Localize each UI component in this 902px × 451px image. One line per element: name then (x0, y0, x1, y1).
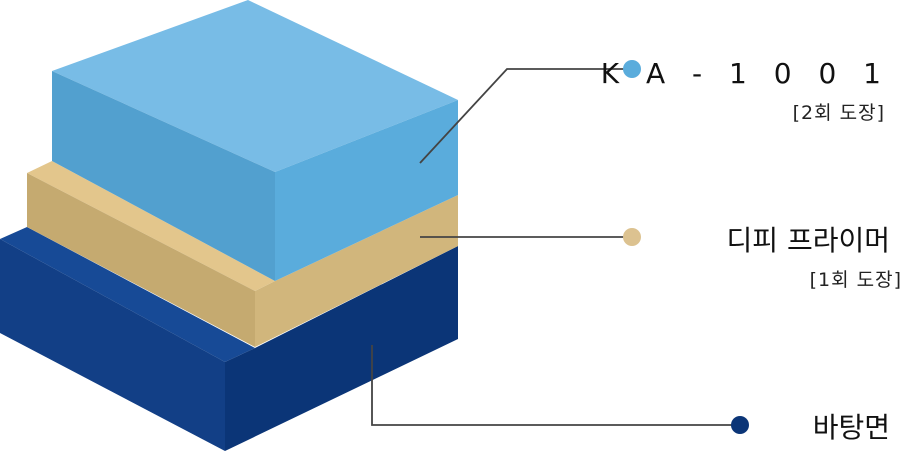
dot-mid-icon (623, 228, 641, 246)
leader-line-top (419, 68, 632, 164)
top-layer-block (52, 0, 458, 281)
top-layer-left-face (52, 71, 275, 281)
top-layer-name: K A - 1 0 0 1 (601, 57, 890, 90)
primer-layer-block (27, 161, 458, 347)
base-layer-name: 바탕면 (813, 411, 890, 444)
top-layer-top-face (52, 0, 458, 172)
base-layer-top-face (0, 227, 255, 362)
top-layer-coating: [2회 도장] (793, 102, 885, 124)
primer-layer-top-face (27, 161, 275, 291)
base-layer-block (0, 227, 458, 451)
top-layer-right-face (275, 100, 458, 281)
primer-layer-name: 디피 프라이머 (727, 224, 890, 257)
dot-base-icon (731, 416, 749, 434)
primer-layer-coating: [1회 도장] (810, 269, 902, 291)
base-layer-left-face (0, 239, 225, 451)
dot-top-icon (623, 60, 641, 78)
leader-line-base (371, 345, 740, 426)
base-layer-right-face (225, 246, 458, 451)
primer-layer-right-face (255, 195, 458, 347)
primer-layer-left-face (27, 173, 255, 347)
